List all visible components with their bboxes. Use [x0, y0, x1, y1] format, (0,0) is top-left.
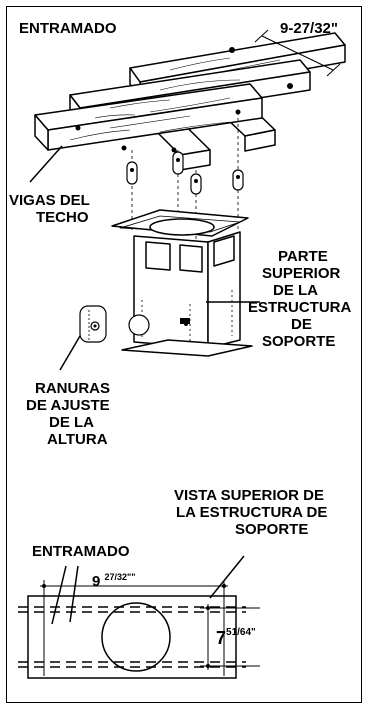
height-slots-label-line4: ALTURA	[47, 431, 108, 448]
height-slots-label-line3: DE LA	[49, 414, 94, 431]
top-view-label-line3: SOPORTE	[235, 521, 309, 538]
joist-screws	[75, 47, 293, 153]
support-top-label-line1: PARTE	[278, 248, 328, 265]
support-structure	[111, 209, 253, 357]
support-top-view	[18, 580, 260, 679]
slot-detail-callout	[79, 305, 150, 343]
support-top-label-line5: DE	[291, 316, 312, 333]
depth-whole: 7	[216, 628, 227, 648]
support-top-label-line3: DE LA	[273, 282, 318, 299]
width-fraction: 27/32""	[104, 572, 136, 582]
ceiling-joists-label-line2: TECHO	[36, 209, 89, 226]
support-top-label-line6: SOPORTE	[262, 333, 336, 350]
ceiling-joist-front	[34, 83, 263, 151]
spacing-dimension-label: 9-27/32"	[280, 20, 338, 37]
width-dimension: 9 27/32""	[92, 572, 136, 590]
spacing-dimension-line	[254, 29, 341, 77]
depth-dimension: 751/64"	[216, 627, 256, 649]
support-top-label-line2: SUPERIOR	[262, 265, 341, 282]
support-top-label-line4: ESTRUCTURA	[248, 299, 352, 316]
top-view-label-line2: LA ESTRUCTURA DE	[176, 504, 328, 521]
framing-label-bottom: ENTRAMADO	[32, 543, 130, 560]
keyhole-brackets	[126, 151, 244, 195]
wood-grain	[69, 57, 281, 141]
height-slots-label-line1: RANURAS	[35, 380, 110, 397]
framing-label-top: ENTRAMADO	[19, 20, 117, 37]
height-slots-label-line2: DE AJUSTE	[26, 397, 110, 414]
width-whole: 9	[92, 573, 101, 590]
ceiling-joists-label-line1: VIGAS DEL	[9, 192, 90, 209]
top-view-label-line1: VISTA SUPERIOR DE	[174, 487, 325, 504]
depth-fraction: 51/64"	[226, 627, 256, 638]
